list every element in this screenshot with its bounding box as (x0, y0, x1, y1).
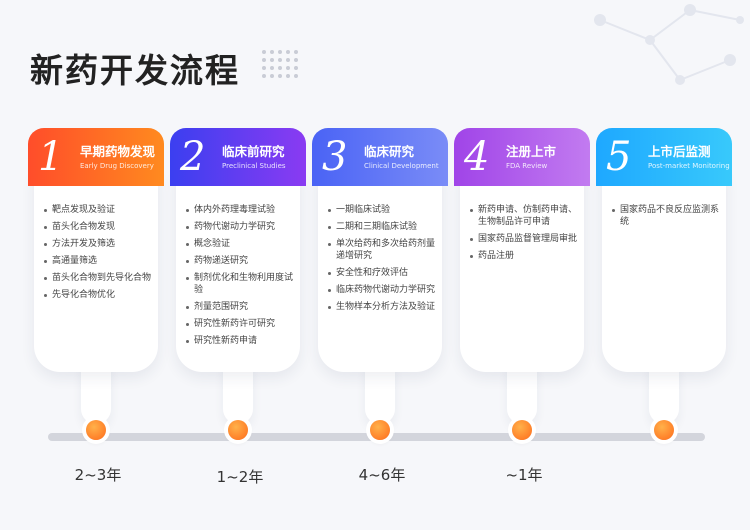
list-item: 药品注册 (470, 250, 580, 262)
stage-stem (365, 362, 395, 424)
stage-stem (223, 362, 253, 424)
stage-name: 上市后监测 (648, 144, 711, 159)
list-item: 药物递送研究 (186, 255, 296, 267)
list-item: 研究性新药许可研究 (186, 318, 296, 330)
stage-body (176, 172, 300, 372)
list-item: 剂量范围研究 (186, 301, 296, 313)
stage-item-list: 一期临床试验 二期和三期临床试验 单次给药和多次给药剂量递增研究 安全性和疗效评… (328, 204, 438, 318)
timeline-node-1 (86, 420, 106, 440)
stage-number: 3 (322, 134, 348, 180)
list-item: 苗头化合物到先导化合物 (44, 272, 154, 284)
list-item: 靶点发现及验证 (44, 204, 154, 216)
stage-body (460, 172, 584, 372)
stage-stem (81, 362, 111, 424)
list-item: 药物代谢动力学研究 (186, 221, 296, 233)
stage-english-name: Post-market Monitoring (648, 162, 730, 170)
stage-english-name: FDA Review (506, 162, 548, 170)
list-item: 制剂优化和生物利用度试验 (186, 272, 296, 296)
stage-number: 2 (180, 134, 206, 180)
stage-header: 2 临床前研究 Preclinical Studies (170, 128, 306, 186)
molecule-decoration (594, 4, 744, 85)
list-item: 先导化合物优化 (44, 289, 154, 301)
stage-number: 1 (38, 134, 64, 180)
list-item: 国家药品监督管理局审批 (470, 233, 580, 245)
title-dots-decoration (262, 50, 300, 80)
stage-name: 临床研究 (364, 144, 415, 159)
duration-label-1: 2~3年 (74, 466, 122, 484)
page-title: 新药开发流程 (30, 51, 240, 90)
timeline-node-5 (654, 420, 674, 440)
stage-body (602, 172, 726, 372)
stage-header: 5 上市后监测 Post-market Monitoring (596, 128, 732, 186)
list-item: 研究性新药申请 (186, 335, 296, 347)
stage-english-name: Clinical Development (364, 162, 439, 170)
list-item: 新药申请、仿制药申请、生物制品许可申请 (470, 204, 580, 228)
duration-label-3: 4~6年 (358, 466, 406, 484)
stage-body (318, 172, 442, 372)
timeline-node-3 (370, 420, 390, 440)
stage-item-list: 体内外药理毒理试验 药物代谢动力学研究 概念验证 药物递送研究 制剂优化和生物利… (186, 204, 296, 352)
stage-stem (507, 362, 537, 424)
stage-stem (649, 362, 679, 424)
stage-item-list: 新药申请、仿制药申请、生物制品许可申请 国家药品监督管理局审批 药品注册 (470, 204, 580, 267)
list-item: 生物样本分析方法及验证 (328, 301, 438, 313)
stage-item-list: 靶点发现及验证 苗头化合物发现 方法开发及筛选 高通量筛选 苗头化合物到先导化合… (44, 204, 154, 306)
duration-label-4: ~1年 (505, 466, 543, 484)
list-item: 概念验证 (186, 238, 296, 250)
stage-body (34, 172, 158, 372)
list-item: 单次给药和多次给药剂量递增研究 (328, 238, 438, 262)
stage-name: 注册上市 (506, 144, 557, 159)
list-item: 方法开发及筛选 (44, 238, 154, 250)
stage-item-list: 国家药品不良反应监测系统 (612, 204, 722, 233)
list-item: 二期和三期临床试验 (328, 221, 438, 233)
stage-header: 3 临床研究 Clinical Development (312, 128, 448, 186)
duration-label-2: 1~2年 (216, 468, 264, 486)
stage-english-name: Early Drug Discovery (80, 162, 154, 170)
timeline-node-4 (512, 420, 532, 440)
stage-number: 5 (606, 134, 632, 180)
stage-number: 4 (464, 134, 490, 180)
list-item: 临床药物代谢动力学研究 (328, 284, 438, 296)
stage-english-name: Preclinical Studies (222, 162, 286, 170)
stage-header: 4 注册上市 FDA Review (454, 128, 590, 186)
stage-name: 临床前研究 (222, 144, 285, 159)
timeline-node-2 (228, 420, 248, 440)
list-item: 国家药品不良反应监测系统 (612, 204, 722, 228)
stage-header: 1 早期药物发现 Early Drug Discovery (28, 128, 164, 186)
stage-name: 早期药物发现 (80, 144, 156, 159)
list-item: 安全性和疗效评估 (328, 267, 438, 279)
list-item: 高通量筛选 (44, 255, 154, 267)
list-item: 体内外药理毒理试验 (186, 204, 296, 216)
list-item: 一期临床试验 (328, 204, 438, 216)
list-item: 苗头化合物发现 (44, 221, 154, 233)
